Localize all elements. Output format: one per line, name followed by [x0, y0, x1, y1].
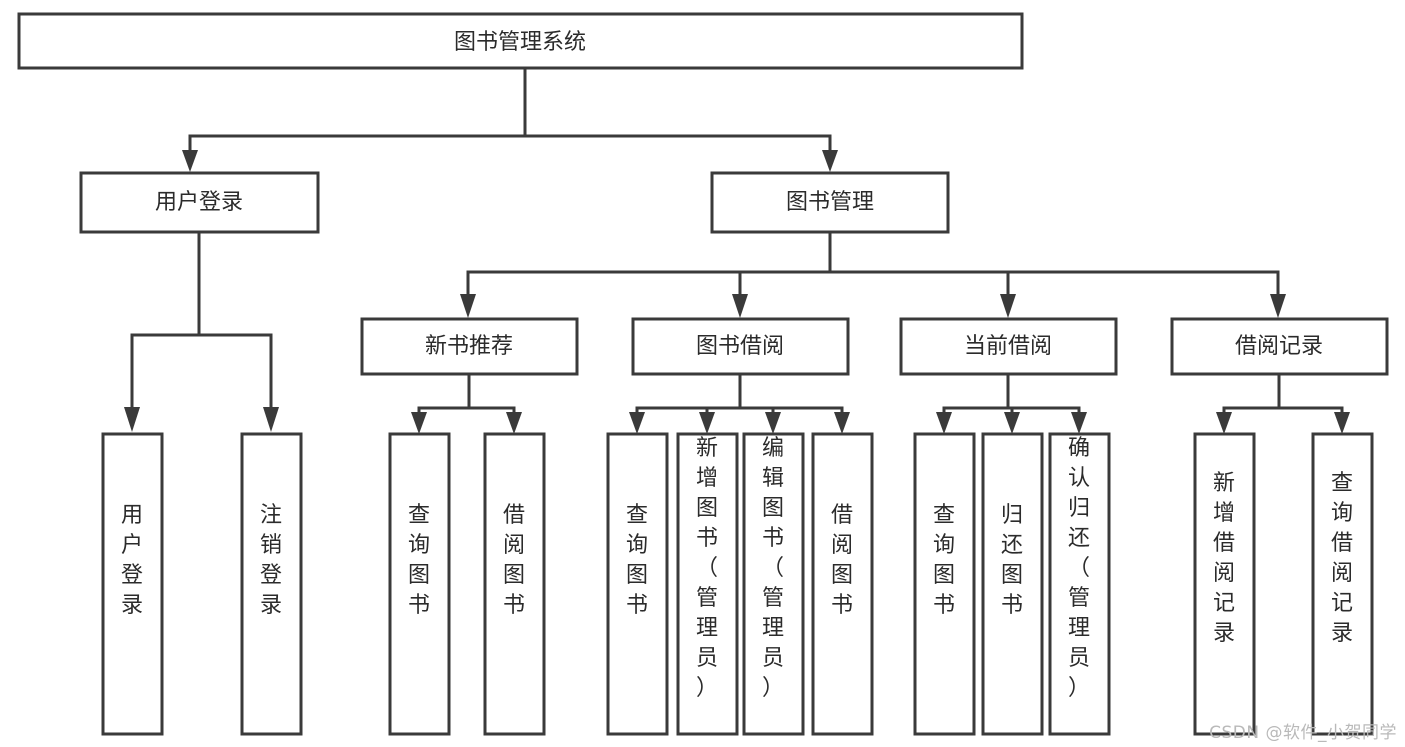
node-borrow-record-label: 借阅记录: [1235, 334, 1323, 359]
leaf-add-book-label: 新增图书（管理员）: [696, 436, 718, 701]
node-book-borrow-label: 图书借阅: [696, 334, 784, 359]
leaf-node-add-record[interactable]: 新增借阅记录: [1193, 432, 1256, 736]
connector-layer: [124, 67, 1350, 434]
arrow-bm-to-current-borrow: [1000, 294, 1016, 318]
leaf-return-book-box[interactable]: [981, 432, 1044, 736]
node-user-login-label: 用户登录: [155, 190, 243, 215]
leaf-user-login-label: 用户登录: [121, 503, 143, 618]
leaf-query-book-3-box[interactable]: [913, 432, 976, 736]
node-user-login-box[interactable]: [79, 171, 320, 234]
leaf-borrow-book-2-label: 借阅图书: [831, 503, 853, 618]
node-book-management-label: 图书管理: [786, 190, 874, 215]
leaf-user-login-box[interactable]: [101, 432, 164, 736]
leaf-node-query-record[interactable]: 查询借阅记录: [1311, 432, 1374, 736]
arrow-nbr-leaf-1: [411, 412, 427, 434]
leaf-node-edit-book[interactable]: 编辑图书（管理员）: [742, 432, 805, 736]
leaf-add-record-label: 新增借阅记录: [1213, 471, 1235, 646]
node-new-book-recommend-box[interactable]: [360, 317, 579, 376]
leaf-node-user-login[interactable]: 用户登录: [101, 432, 164, 736]
leaf-query-book-3-label: 查询图书: [933, 503, 955, 618]
arrow-root-to-book-management: [822, 150, 838, 172]
arrow-root-to-user-login: [182, 150, 198, 172]
leaf-confirm-return-label: 确认归还（管理员）: [1068, 436, 1090, 701]
node-new-book-recommend-label: 新书推荐: [425, 334, 513, 359]
arrow-br-leaf-2: [1334, 412, 1350, 434]
leaf-edit-book-label: 编辑图书（管理员）: [762, 436, 784, 701]
csdn-watermark: CSDN @软件_小贺同学: [1209, 723, 1397, 743]
node-book-borrow[interactable]: 图书借阅: [631, 317, 850, 376]
arrow-bm-to-borrow-record: [1270, 294, 1286, 318]
leaf-node-confirm-return[interactable]: 确认归还（管理员）: [1048, 432, 1111, 736]
arrow-bb-leaf-3: [765, 412, 781, 434]
leaf-node-query-book-1[interactable]: 查询图书: [388, 432, 451, 736]
leaf-borrow-book-1-label: 借阅图书: [503, 503, 525, 618]
leaf-query-record-box[interactable]: [1311, 432, 1374, 736]
leaf-add-record-box[interactable]: [1193, 432, 1256, 736]
arrow-bb-leaf-1: [629, 412, 645, 434]
arrow-bm-to-new-book-recommend: [460, 294, 476, 318]
leaf-edit-book-box[interactable]: [742, 432, 805, 736]
leaf-query-book-1-label: 查询图书: [408, 503, 430, 618]
node-current-borrow[interactable]: 当前借阅: [899, 317, 1118, 376]
leaf-confirm-return-box[interactable]: [1048, 432, 1111, 736]
leaf-node-query-book-2[interactable]: 查询图书: [606, 432, 669, 736]
arrow-br-leaf-1: [1216, 412, 1232, 434]
node-book-management[interactable]: 图书管理: [710, 171, 950, 234]
arrow-cb-leaf-1: [936, 412, 952, 434]
leaf-node-logout[interactable]: 注销登录: [240, 432, 303, 736]
arrow-bb-leaf-2: [699, 412, 715, 434]
arrow-user-login-leaf-2: [263, 407, 279, 432]
leaf-query-book-2-label: 查询图书: [626, 503, 648, 618]
leaf-node-borrow-book-2[interactable]: 借阅图书: [811, 432, 874, 736]
node-current-borrow-box[interactable]: [899, 317, 1118, 376]
leaf-node-add-book[interactable]: 新增图书（管理员）: [676, 432, 739, 736]
leaf-query-book-1-box[interactable]: [388, 432, 451, 736]
arrow-cb-leaf-3: [1071, 412, 1087, 434]
node-root[interactable]: 图书管理系统: [17, 12, 1024, 70]
node-borrow-record-box[interactable]: [1170, 317, 1389, 376]
leaf-node-borrow-book-1[interactable]: 借阅图书: [483, 432, 546, 736]
arrow-bb-leaf-4: [834, 412, 850, 434]
node-book-borrow-box[interactable]: [631, 317, 850, 376]
node-root-box[interactable]: [17, 12, 1024, 70]
leaf-return-book-label: 归还图书: [1001, 503, 1023, 618]
node-user-login[interactable]: 用户登录: [79, 171, 320, 234]
leaf-add-book-box[interactable]: [676, 432, 739, 736]
node-root-label: 图书管理系统: [454, 30, 586, 55]
leaf-node-return-book[interactable]: 归还图书: [981, 432, 1044, 736]
leaf-query-record-label: 查询借阅记录: [1331, 471, 1353, 646]
leaf-borrow-book-2-box[interactable]: [811, 432, 874, 736]
leaf-node-query-book-3[interactable]: 查询图书: [913, 432, 976, 736]
arrow-nbr-leaf-2: [506, 412, 522, 434]
node-borrow-record[interactable]: 借阅记录: [1170, 317, 1389, 376]
arrow-user-login-leaf-1: [124, 407, 140, 432]
arrow-cb-leaf-2: [1004, 412, 1020, 434]
node-new-book-recommend[interactable]: 新书推荐: [360, 317, 579, 376]
node-book-management-box[interactable]: [710, 171, 950, 234]
leaf-query-book-2-box[interactable]: [606, 432, 669, 736]
arrow-bm-to-book-borrow: [732, 294, 748, 318]
leaf-borrow-book-1-box[interactable]: [483, 432, 546, 736]
leaf-logout-label: 注销登录: [260, 503, 282, 618]
node-current-borrow-label: 当前借阅: [964, 334, 1052, 359]
leaf-logout-box[interactable]: [240, 432, 303, 736]
